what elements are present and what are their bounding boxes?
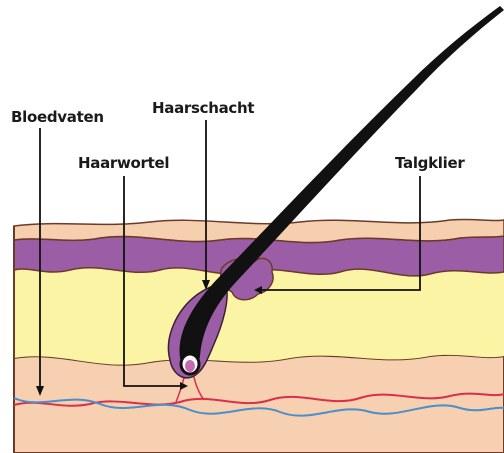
dermal-papilla — [185, 360, 195, 372]
label-haarschacht: Haarschacht — [152, 99, 254, 117]
label-talgklier: Talgklier — [395, 154, 464, 172]
label-haarwortel: Haarwortel — [78, 154, 169, 172]
label-bloedvaten: Bloedvaten — [11, 108, 104, 126]
